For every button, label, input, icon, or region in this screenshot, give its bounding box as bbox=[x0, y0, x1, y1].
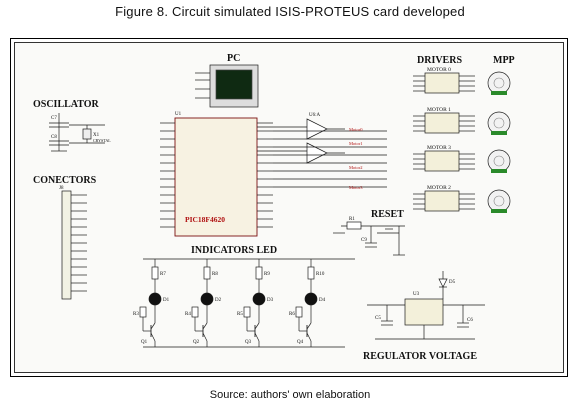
driver-motor-label: MOTOR 1 bbox=[427, 107, 451, 113]
transistor-emitter bbox=[202, 332, 208, 342]
led-resistor-label: R9 bbox=[264, 272, 270, 277]
stepper-motor-icon bbox=[487, 189, 511, 213]
led-diode-label: D3 bbox=[267, 298, 274, 303]
stepper-motor-icon bbox=[487, 149, 511, 173]
reset-label: RESET bbox=[371, 209, 404, 220]
stepper-motor-terminal bbox=[491, 169, 507, 173]
crystal-value: CRYSTAL bbox=[93, 138, 111, 143]
stepper-motor-terminal bbox=[491, 209, 507, 213]
motor-signal-0: Motor0 bbox=[349, 127, 363, 132]
base-resistor bbox=[191, 306, 199, 318]
stepper-motor-rotor bbox=[493, 117, 505, 129]
driver-motor-label: MOTOR 3 bbox=[427, 145, 451, 151]
led-icon bbox=[304, 292, 318, 306]
diode-d5: D5 bbox=[449, 280, 456, 285]
stepper-motor-rotor bbox=[493, 77, 505, 89]
base-resistor-label: R4 bbox=[185, 312, 191, 317]
transistor-emitter bbox=[254, 332, 260, 342]
stepper-motor-icon bbox=[487, 111, 511, 135]
led-resistor bbox=[307, 266, 315, 280]
led-resistor bbox=[151, 266, 159, 280]
pc-label: PC bbox=[227, 53, 240, 64]
base-resistor-label: R5 bbox=[237, 312, 243, 317]
reset-resistor-ref: R1 bbox=[349, 217, 355, 222]
connector-ref: J8 bbox=[59, 186, 64, 191]
motor-signal-1: Motor1 bbox=[349, 141, 363, 146]
base-resistor bbox=[139, 306, 147, 318]
indicators-label: INDICATORS LED bbox=[191, 245, 277, 256]
led-resistor bbox=[203, 266, 211, 280]
drivers-label: DRIVERS bbox=[417, 55, 462, 66]
stepper-motor-rotor bbox=[493, 155, 505, 167]
oscillator-label: OSCILLATOR bbox=[33, 99, 100, 110]
transistor-label: Q3 bbox=[245, 340, 252, 345]
transistor-label: Q4 bbox=[297, 340, 304, 345]
crystal-ref: X1 bbox=[93, 133, 100, 138]
led-icon bbox=[200, 292, 214, 306]
led-icon bbox=[252, 292, 266, 306]
figure-source: Source: authors' own elaboration bbox=[209, 389, 371, 401]
motor-signal-2: Motor2 bbox=[349, 165, 363, 170]
led-diode-label: D1 bbox=[163, 298, 170, 303]
driver-chip bbox=[424, 150, 460, 172]
led-resistor-label: R8 bbox=[212, 272, 218, 277]
cap-c6: C6 bbox=[467, 318, 473, 323]
mcu-name: PIC18F4620 bbox=[185, 215, 225, 224]
cap-c8: C8 bbox=[51, 135, 57, 140]
transistor-collector bbox=[202, 322, 208, 330]
cap-c7: C7 bbox=[51, 116, 57, 121]
stepper-motor-terminal bbox=[491, 131, 507, 135]
transistor-collector bbox=[150, 322, 156, 330]
base-resistor-label: R3 bbox=[133, 312, 139, 317]
regulator-body bbox=[404, 298, 444, 326]
led-resistor-label: R7 bbox=[160, 272, 166, 277]
driver-motor-label: MOTOR 2 bbox=[427, 185, 451, 191]
led-diode-label: D4 bbox=[319, 298, 326, 303]
stepper-motor-rotor bbox=[493, 195, 505, 207]
transistor-label: Q2 bbox=[193, 340, 200, 345]
base-resistor bbox=[295, 306, 303, 318]
transistor-label: Q1 bbox=[141, 340, 148, 345]
opamp-ref: U6:A bbox=[309, 113, 321, 118]
schematic-canvas: PC DRIVERS MPP OSCILLATOR CONECTORS RESE… bbox=[14, 42, 564, 373]
cap-c5: C5 bbox=[375, 316, 381, 321]
led-icon bbox=[148, 292, 162, 306]
regulator-label: REGULATOR VOLTAGE bbox=[363, 351, 477, 362]
figure-title: Figure 8. Circuit simulated ISIS-PROTEUS… bbox=[115, 4, 465, 19]
transistor-emitter bbox=[150, 332, 156, 342]
driver-chip bbox=[424, 112, 460, 134]
regulator-ref: U3 bbox=[413, 292, 420, 297]
driver-chip bbox=[424, 190, 460, 212]
conectors-label: CONECTORS bbox=[33, 175, 97, 186]
motor-signal-3: Motor3 bbox=[349, 185, 363, 190]
driver-motor-label: MOTOR 0 bbox=[427, 67, 451, 73]
driver-chip bbox=[424, 72, 460, 94]
transistor-emitter bbox=[306, 332, 312, 342]
mcu-ref: U1 bbox=[175, 112, 182, 117]
transistor-collector bbox=[254, 322, 260, 330]
base-resistor bbox=[243, 306, 251, 318]
mpp-label: MPP bbox=[493, 55, 515, 66]
base-resistor-label: R6 bbox=[289, 312, 295, 317]
cap-c9: C9 bbox=[361, 238, 367, 243]
led-resistor-label: R10 bbox=[316, 272, 325, 277]
schematic-svg: PC DRIVERS MPP OSCILLATOR CONECTORS RESE… bbox=[33, 53, 515, 362]
led-diode-label: D2 bbox=[215, 298, 222, 303]
stepper-motor-terminal bbox=[491, 91, 507, 95]
crystal-symbol bbox=[82, 128, 92, 140]
mcu-body bbox=[174, 117, 258, 237]
transistor-collector bbox=[306, 322, 312, 330]
connector-body bbox=[61, 190, 72, 300]
stepper-motor-icon bbox=[487, 71, 511, 95]
led-resistor bbox=[255, 266, 263, 280]
